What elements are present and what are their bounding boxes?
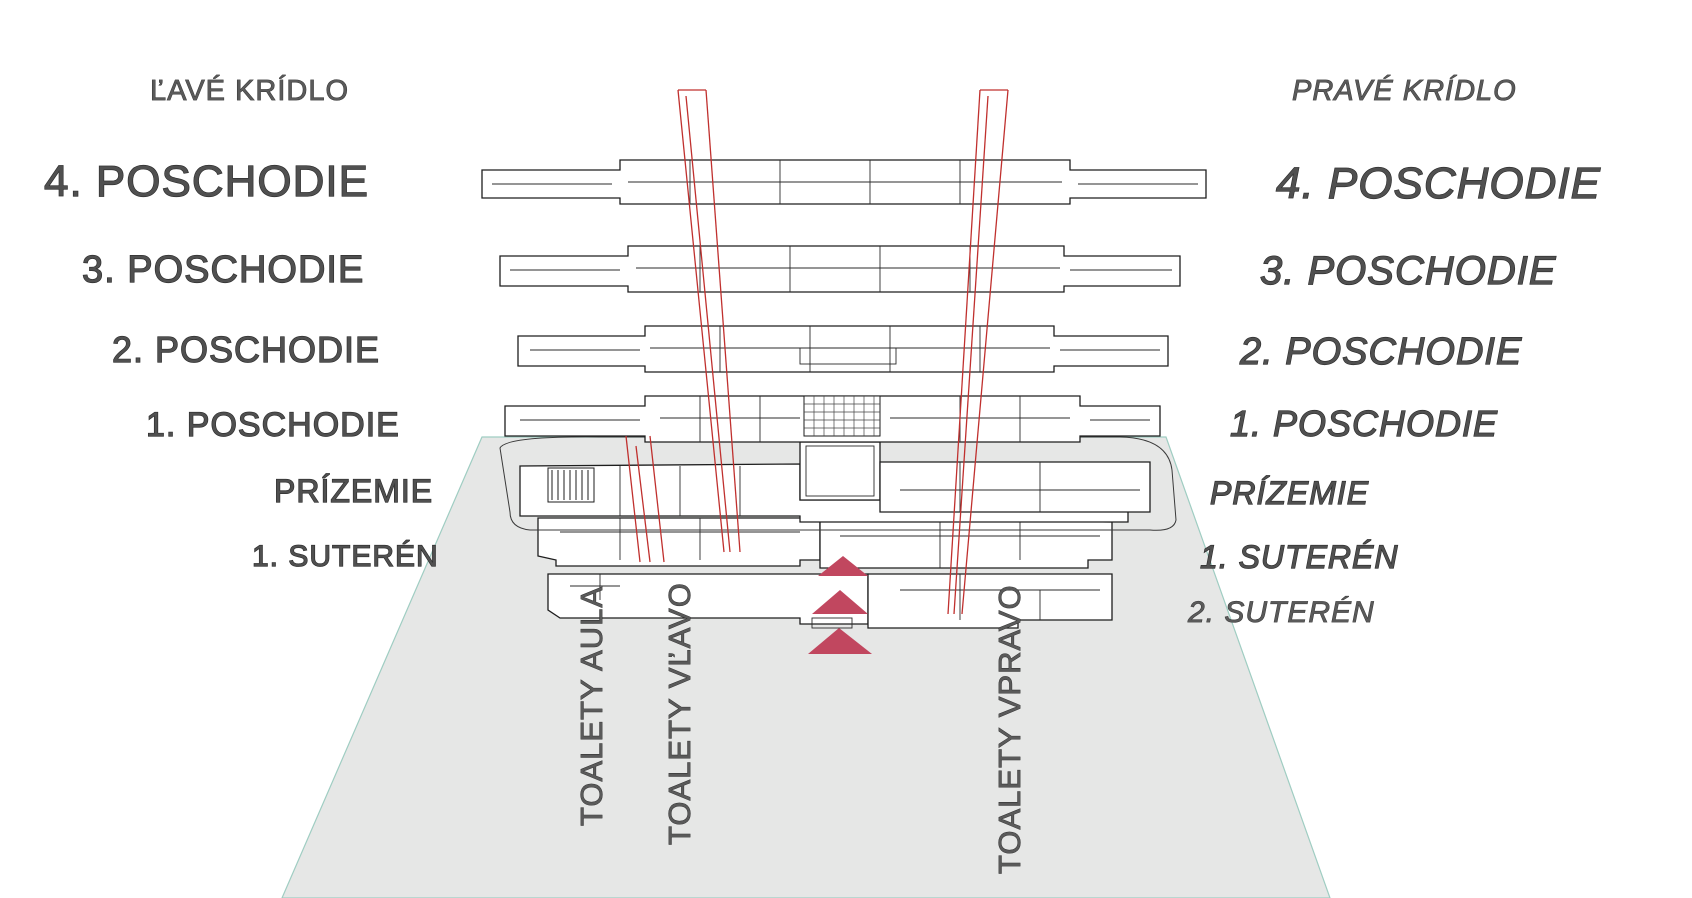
floor-plan-floor-2	[517, 325, 1169, 373]
shaft-right	[947, 89, 1009, 615]
toilet-shafts	[625, 89, 1009, 615]
floor-plan-floor-3	[499, 245, 1181, 293]
right-level-label-3: 3. POSCHODIE	[1260, 249, 1557, 293]
right-level-label-4: 4. POSCHODIE	[1276, 159, 1601, 208]
right-wing-heading: PRAVÉ KRÍDLO	[1292, 74, 1517, 107]
left-level-label-3: 3. POSCHODIE	[82, 249, 364, 291]
left-level-label-basement-1: 1. SUTERÉN	[252, 540, 439, 573]
entrance-marker-2	[812, 590, 868, 614]
toilet-label-right: TOALETY VPRAVO	[992, 584, 1027, 874]
floor-plan-ground-floor	[499, 436, 1177, 531]
floor-plan-basement-2	[547, 573, 1113, 629]
entrance-marker-1	[818, 556, 868, 576]
left-level-label-1: 1. POSCHODIE	[146, 406, 400, 444]
entrance-marker-3	[808, 628, 872, 654]
left-level-label-ground: PRÍZEMIE	[274, 473, 433, 509]
floor-plan-basement-1	[537, 517, 1113, 569]
right-level-label-ground: PRÍZEMIE	[1210, 475, 1369, 511]
right-level-label-1: 1. POSCHODIE	[1230, 403, 1498, 444]
toilet-label-aula: TOALETY AULA	[574, 586, 609, 826]
left-level-label-2: 2. POSCHODIE	[112, 329, 380, 370]
entrance-markers	[808, 556, 872, 654]
floor-plan-floor-4	[481, 159, 1207, 205]
shaft-aula	[625, 435, 665, 563]
right-level-label-basement-2: 2. SUTERÉN	[1187, 596, 1375, 629]
left-wing-heading: ĽAVÉ KRÍDLO	[150, 74, 349, 107]
right-level-label-basement-1: 1. SUTERÉN	[1200, 539, 1398, 575]
shaft-left	[677, 89, 741, 553]
left-level-label-4: 4. POSCHODIE	[44, 157, 369, 206]
right-level-label-2: 2. POSCHODIE	[1239, 331, 1522, 373]
floor-plan-floor-1	[504, 395, 1161, 443]
toilet-label-left: TOALETY VĽAVO	[662, 582, 697, 845]
